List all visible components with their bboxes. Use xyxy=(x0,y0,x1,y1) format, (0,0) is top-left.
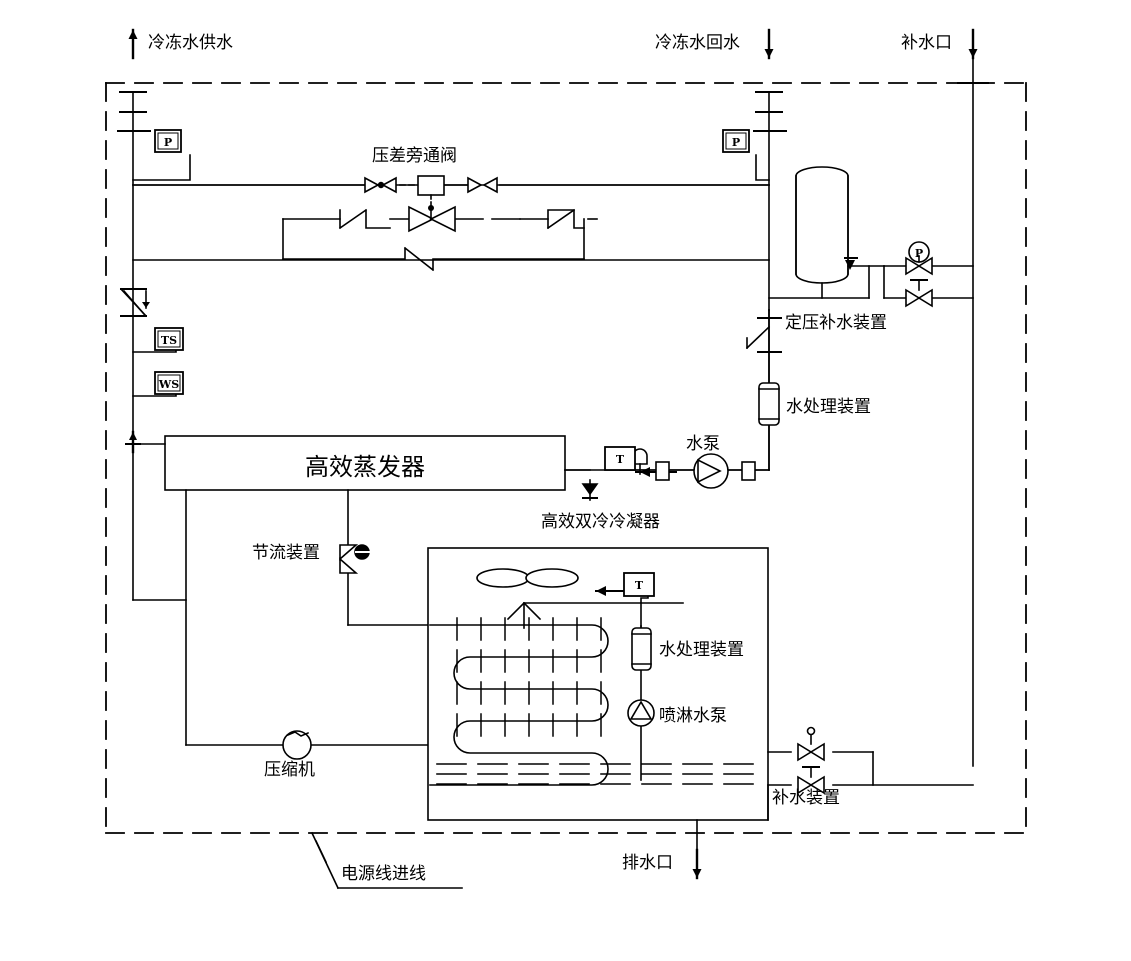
pressure-return-tap xyxy=(755,154,770,181)
tag-label: T xyxy=(635,579,644,592)
supply-check-valve[interactable] xyxy=(119,287,150,318)
expansion-tank[interactable] xyxy=(795,166,849,284)
tower-water-treatment-device[interactable] xyxy=(631,627,652,671)
tag-label: P xyxy=(732,136,740,149)
label-makeup-water-inlet: 补水口 xyxy=(901,33,952,53)
signal-shutoff-valve-left[interactable] xyxy=(364,176,397,194)
label-evaporator: 高效蒸发器 xyxy=(305,453,425,481)
pressure-supply-tap xyxy=(132,154,191,181)
transducer-signal-drop xyxy=(428,194,434,218)
main-water-treatment-device[interactable] xyxy=(758,382,780,426)
label-chilled-water-return: 冷冻水回水 xyxy=(655,33,740,53)
instrument-tag-temperature-switch[interactable]: TS xyxy=(154,327,184,351)
label-water-treatment-device-main: 水处理装置 xyxy=(786,397,871,417)
makeup-device-valve-upper[interactable] xyxy=(797,726,825,762)
makeup-device-piping xyxy=(767,751,974,821)
condenser-water-basin xyxy=(436,763,754,785)
instrument-tag-temperature-condenser-inlet[interactable]: T xyxy=(604,446,636,471)
label-compressor: 压缩机 xyxy=(264,760,315,780)
makeup-device-valve-lower[interactable] xyxy=(797,766,825,795)
port-arrow-drain-outlet xyxy=(692,848,702,880)
condenser-fan-icon xyxy=(476,568,579,588)
instrument-tag-water-switch[interactable]: WS xyxy=(154,371,184,395)
instrument-tag-temperature-tower[interactable]: T xyxy=(623,572,655,597)
condenser-coil-fins xyxy=(456,617,602,737)
port-arrow-chilled-return xyxy=(764,28,774,60)
main-check-valve[interactable] xyxy=(745,317,782,353)
label-constant-pressure-makeup-device: 定压补水装置 xyxy=(785,313,887,333)
port-arrow-makeup-inlet xyxy=(968,28,978,60)
refrigerant-liquid-line xyxy=(347,489,431,626)
chilled-supply-riser xyxy=(117,91,151,601)
thermometer-well[interactable] xyxy=(632,448,648,475)
makeup-water-main-riser xyxy=(957,57,989,767)
label-spray-pump: 喷淋水泵 xyxy=(659,706,727,726)
condenser-enclosure[interactable] xyxy=(427,547,769,821)
label-water-pump: 水泵 xyxy=(686,434,720,454)
label-condenser: 高效双冷冷凝器 xyxy=(541,512,660,532)
power-cable-leader xyxy=(310,831,463,890)
tag-label: WS xyxy=(158,378,179,391)
throttling-device-valve[interactable] xyxy=(339,544,371,574)
pipe-break-symbol-bottom xyxy=(282,246,585,272)
spray-pump-symbol[interactable] xyxy=(627,699,655,727)
evaporator-vessel[interactable] xyxy=(164,435,566,491)
tag-label: P xyxy=(164,136,172,149)
tag-label: TS xyxy=(161,334,177,347)
bypass-branch-pipe xyxy=(282,218,598,260)
label-diff-pressure-bypass-valve: 压差旁通阀 xyxy=(372,146,457,166)
label-chilled-water-supply: 冷冻水供水 xyxy=(148,33,233,53)
condenser-coil xyxy=(429,624,609,786)
port-arrow-chilled-supply xyxy=(128,28,138,60)
signal-shutoff-valve-right[interactable] xyxy=(467,176,498,194)
label-water-treatment-device-tower: 水处理装置 xyxy=(659,640,744,660)
label-power-cable-inlet: 电源线进线 xyxy=(341,864,426,884)
instrument-tag-pressure-makeup[interactable]: P xyxy=(915,247,923,260)
makeup-regulating-valve-upper[interactable] xyxy=(905,256,933,276)
expansion-tank-piping xyxy=(768,257,885,299)
makeup-pressure-gauge[interactable] xyxy=(908,241,930,263)
instrument-tag-pressure-return[interactable]: P xyxy=(722,129,750,153)
compressor-symbol[interactable] xyxy=(282,730,312,760)
pipe-break-symbol-left xyxy=(338,208,391,230)
tag-label: T xyxy=(616,453,625,466)
label-makeup-water-device: 补水装置 xyxy=(772,788,840,808)
instrument-tag-pressure-supply[interactable]: P xyxy=(154,129,182,153)
pipe-break-symbol-right xyxy=(546,208,585,230)
label-throttling-device: 节流装置 xyxy=(252,543,320,563)
tag-label: P xyxy=(915,247,923,260)
water-pump-symbol[interactable] xyxy=(693,453,729,489)
differential-pressure-bypass-valve[interactable] xyxy=(408,205,456,233)
condenser-inlet-drain-valve[interactable] xyxy=(581,479,599,501)
pump-strainer-right[interactable] xyxy=(741,461,756,481)
evaporator-bottom-tee xyxy=(132,489,187,746)
pump-strainer-left[interactable] xyxy=(655,461,670,481)
supply-flow-arrow xyxy=(125,430,141,454)
label-drain-outlet: 排水口 xyxy=(622,853,673,873)
makeup-regulating-valve-lower[interactable] xyxy=(905,279,933,308)
unit-boundary-dashed xyxy=(105,82,1027,834)
differential-pressure-transducer[interactable] xyxy=(417,175,445,196)
